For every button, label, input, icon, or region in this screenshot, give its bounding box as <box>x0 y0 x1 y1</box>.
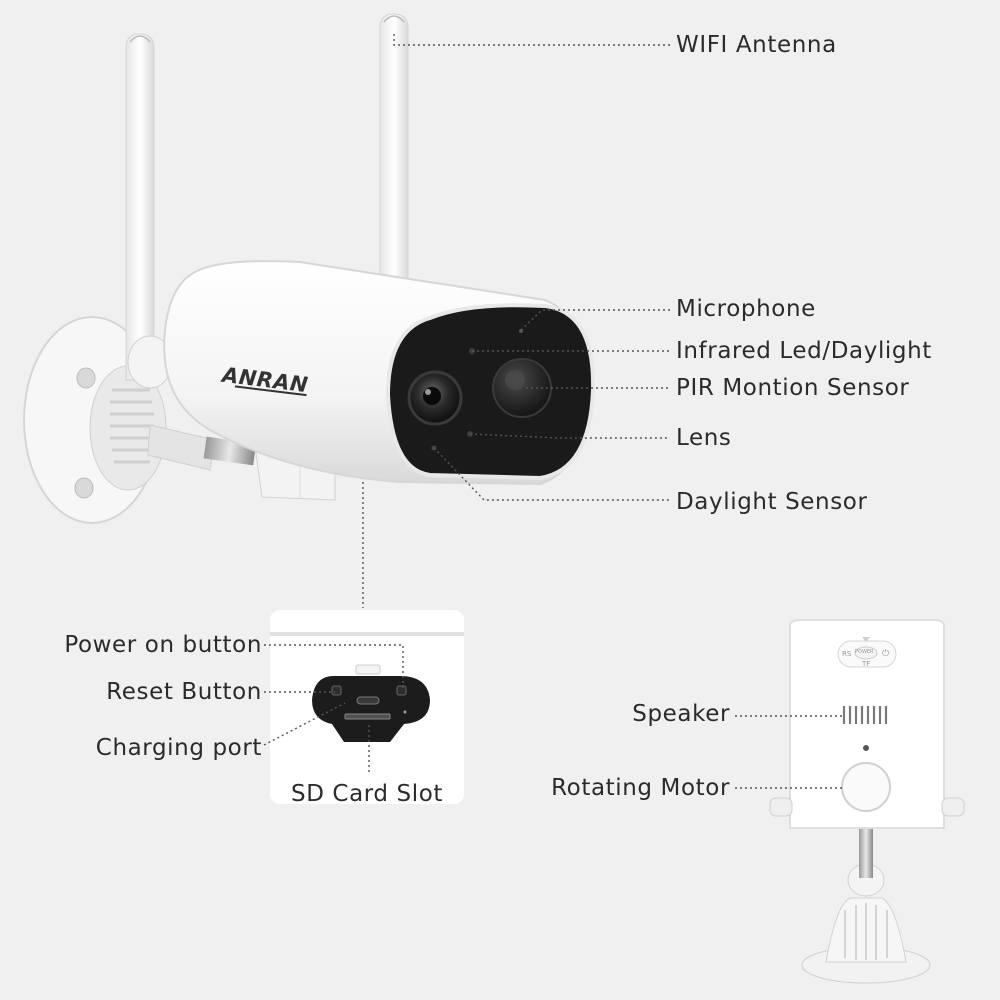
rs-label: RS <box>842 650 852 658</box>
label-lens: Lens <box>676 425 732 451</box>
label-daylight-sensor: Daylight Sensor <box>676 489 868 515</box>
reset-button <box>331 685 342 696</box>
label-power-button: Power on button <box>64 632 262 658</box>
label-infrared-led: Infrared Led/Daylight <box>676 338 932 364</box>
camera-lens <box>407 370 463 426</box>
speaker-grille <box>842 706 888 724</box>
power-label: POWER <box>855 649 874 655</box>
label-sd-card-slot: SD Card Slot <box>291 781 444 807</box>
back-view-camera <box>769 619 965 984</box>
charging-port <box>356 696 380 705</box>
sd-card-slot <box>344 713 391 720</box>
label-microphone: Microphone <box>676 296 816 322</box>
label-speaker: Speaker <box>632 701 730 727</box>
leader-lines <box>263 34 842 789</box>
label-charging-port: Charging port <box>95 735 262 761</box>
power-button <box>396 685 407 696</box>
pir-sensor <box>492 358 552 418</box>
camera-body <box>163 260 596 486</box>
ports-inset-panel <box>270 610 464 804</box>
label-pir-sensor: PIR Montion Sensor <box>676 375 910 401</box>
tf-label: TF <box>862 660 871 668</box>
rotating-motor-knob <box>841 762 891 812</box>
label-reset-button: Reset Button <box>106 679 262 705</box>
label-wifi-antenna: WIFI Antenna <box>676 32 837 58</box>
power-symbol-icon: ⏻ <box>882 649 890 659</box>
wifi-antenna-right <box>379 13 409 283</box>
wifi-antenna-left <box>125 33 173 389</box>
label-rotating-motor: Rotating Motor <box>551 775 730 801</box>
